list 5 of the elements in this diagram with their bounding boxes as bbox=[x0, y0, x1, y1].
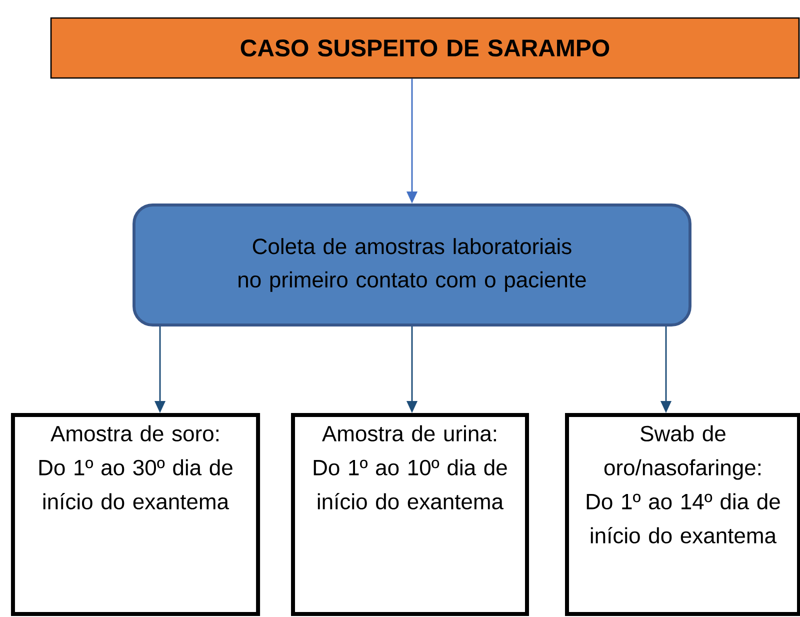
sample-box: Amostra de soro: Do 1º ao 30º dia de início do exantema bbox=[10, 413, 260, 616]
sample-box: Amostra de urina: Do 1º ao 10º dia de início do exantema bbox=[291, 413, 529, 616]
sample-box: Swab de oro/nasofaringe: Do 1º ao 14º dia de início do exantema bbox=[565, 413, 800, 616]
process-box: Coleta de amostras laboratoriais no primeiro contato com o paciente bbox=[132, 204, 692, 326]
title-box: CASO SUSPEITO DE SARAMPO bbox=[50, 17, 800, 79]
